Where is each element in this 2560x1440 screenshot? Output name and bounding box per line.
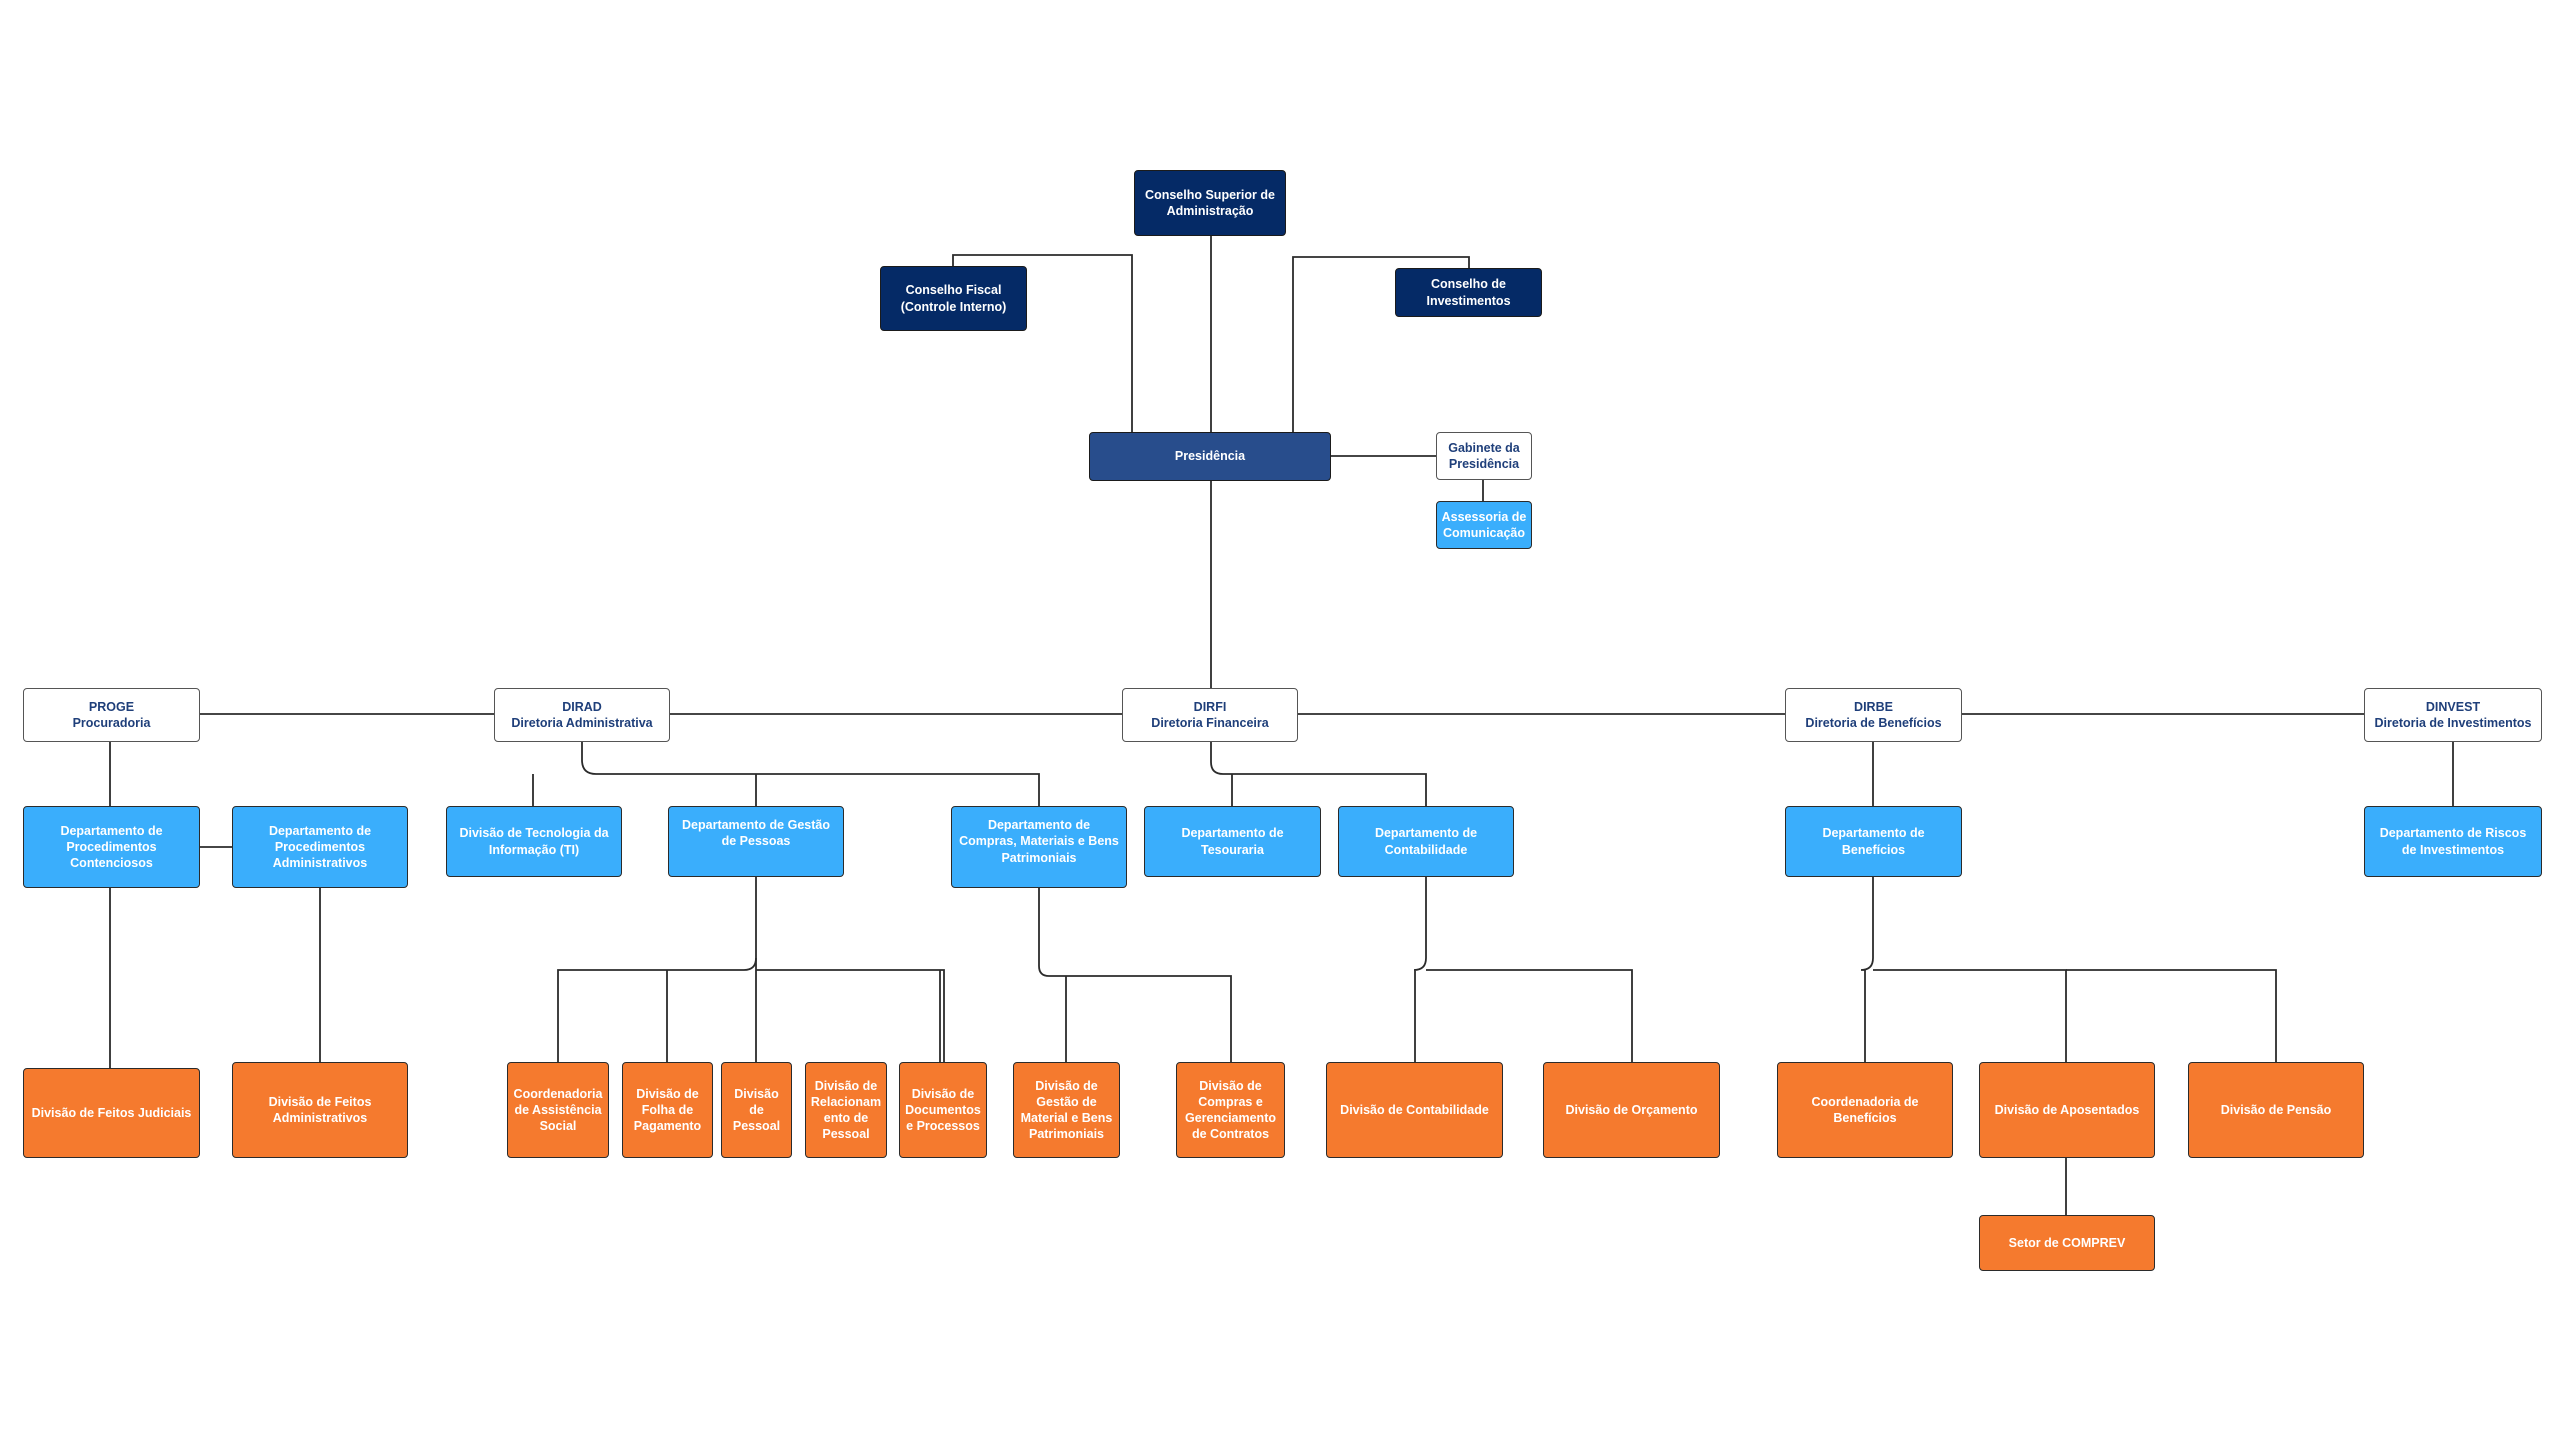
node-div-contabilidade: Divisão de Contabilidade <box>1326 1062 1503 1158</box>
node-div-folha: Divisão de Folha de Pagamento <box>622 1062 713 1158</box>
node-dep-beneficios: Departamento de Benefícios <box>1785 806 1962 877</box>
node-div-feitos-admin: Divisão de Feitos Administrativos <box>232 1062 408 1158</box>
node-dinvest: DINVEST Diretoria de Investimentos <box>2364 688 2542 742</box>
node-dep-contabilidade: Departamento de Contabilidade <box>1338 806 1514 877</box>
node-dep-tesouraria: Departamento de Tesouraria <box>1144 806 1321 877</box>
node-conselho-fiscal: Conselho Fiscal (Controle Interno) <box>880 266 1027 331</box>
node-dep-gestao-pessoas: Departamento de Gestão de Pessoas <box>668 806 844 877</box>
line-compras-bus <box>1038 888 1232 1062</box>
node-presidencia: Presidência <box>1089 432 1331 481</box>
node-proge: PROGE Procuradoria <box>23 688 200 742</box>
line-bus-aposentados <box>1873 969 2067 1062</box>
node-div-pessoal: Divisão de Pessoal <box>721 1062 792 1158</box>
node-assessoria: Assessoria de Comunicação <box>1436 501 1532 549</box>
node-gabinete: Gabinete da Presidência <box>1436 432 1532 480</box>
node-div-ti: Divisão de Tecnologia da Informação (TI) <box>446 806 622 877</box>
line-beneficios-bus <box>1860 877 1874 1062</box>
line-bus-relacionamento <box>756 969 945 1062</box>
node-div-feitos-judiciais: Divisão de Feitos Judiciais <box>23 1068 200 1158</box>
line-bus-orcamento <box>1426 969 1633 1062</box>
line-investimentos-presidencia <box>1292 256 1470 433</box>
node-div-aposentados: Divisão de Aposentados <box>1979 1062 2155 1158</box>
node-dep-administrativos: Departamento de Procedimentos Administra… <box>232 806 408 888</box>
line-fiscal-presidencia <box>952 254 1133 433</box>
line-pessoas-bus <box>557 877 757 1062</box>
node-div-pensao: Divisão de Pensão <box>2188 1062 2364 1158</box>
node-conselho-superior: Conselho Superior de Administração <box>1134 170 1286 236</box>
node-setor-comprev: Setor de COMPREV <box>1979 1215 2155 1271</box>
node-coord-beneficios: Coordenadoria de Benefícios <box>1777 1062 1953 1158</box>
line-dirad-bus <box>581 742 1040 806</box>
node-div-relacionamento: Divisão de Relacionam ento de Pessoal <box>805 1062 887 1158</box>
line-contabilidade-bus <box>1413 877 1427 1062</box>
node-coord-assistencia: Coordenadoria de Assistência Social <box>507 1062 609 1158</box>
node-div-compras-contratos: Divisão de Compras e Gerenciamento de Co… <box>1176 1062 1285 1158</box>
node-dirad: DIRAD Diretoria Administrativa <box>494 688 670 742</box>
node-dirfi: DIRFI Diretoria Financeira <box>1122 688 1298 742</box>
node-conselho-investimentos: Conselho de Investimentos <box>1395 268 1542 317</box>
node-dep-contenciosos: Departamento de Procedimentos Contencios… <box>23 806 200 888</box>
line-bus-pensao <box>2066 969 2277 1062</box>
node-dirbe: DIRBE Diretoria de Benefícios <box>1785 688 1962 742</box>
node-dep-riscos: Departamento de Riscos de Investimentos <box>2364 806 2542 877</box>
node-dep-compras: Departamento de Compras, Materiais e Ben… <box>951 806 1127 888</box>
node-div-gestao-material: Divisão de Gestão de Material e Bens Pat… <box>1013 1062 1120 1158</box>
node-div-documentos: Divisão de Documentos e Processos <box>899 1062 987 1158</box>
node-div-orcamento: Divisão de Orçamento <box>1543 1062 1720 1158</box>
line-dirfi-bus <box>1210 742 1427 806</box>
